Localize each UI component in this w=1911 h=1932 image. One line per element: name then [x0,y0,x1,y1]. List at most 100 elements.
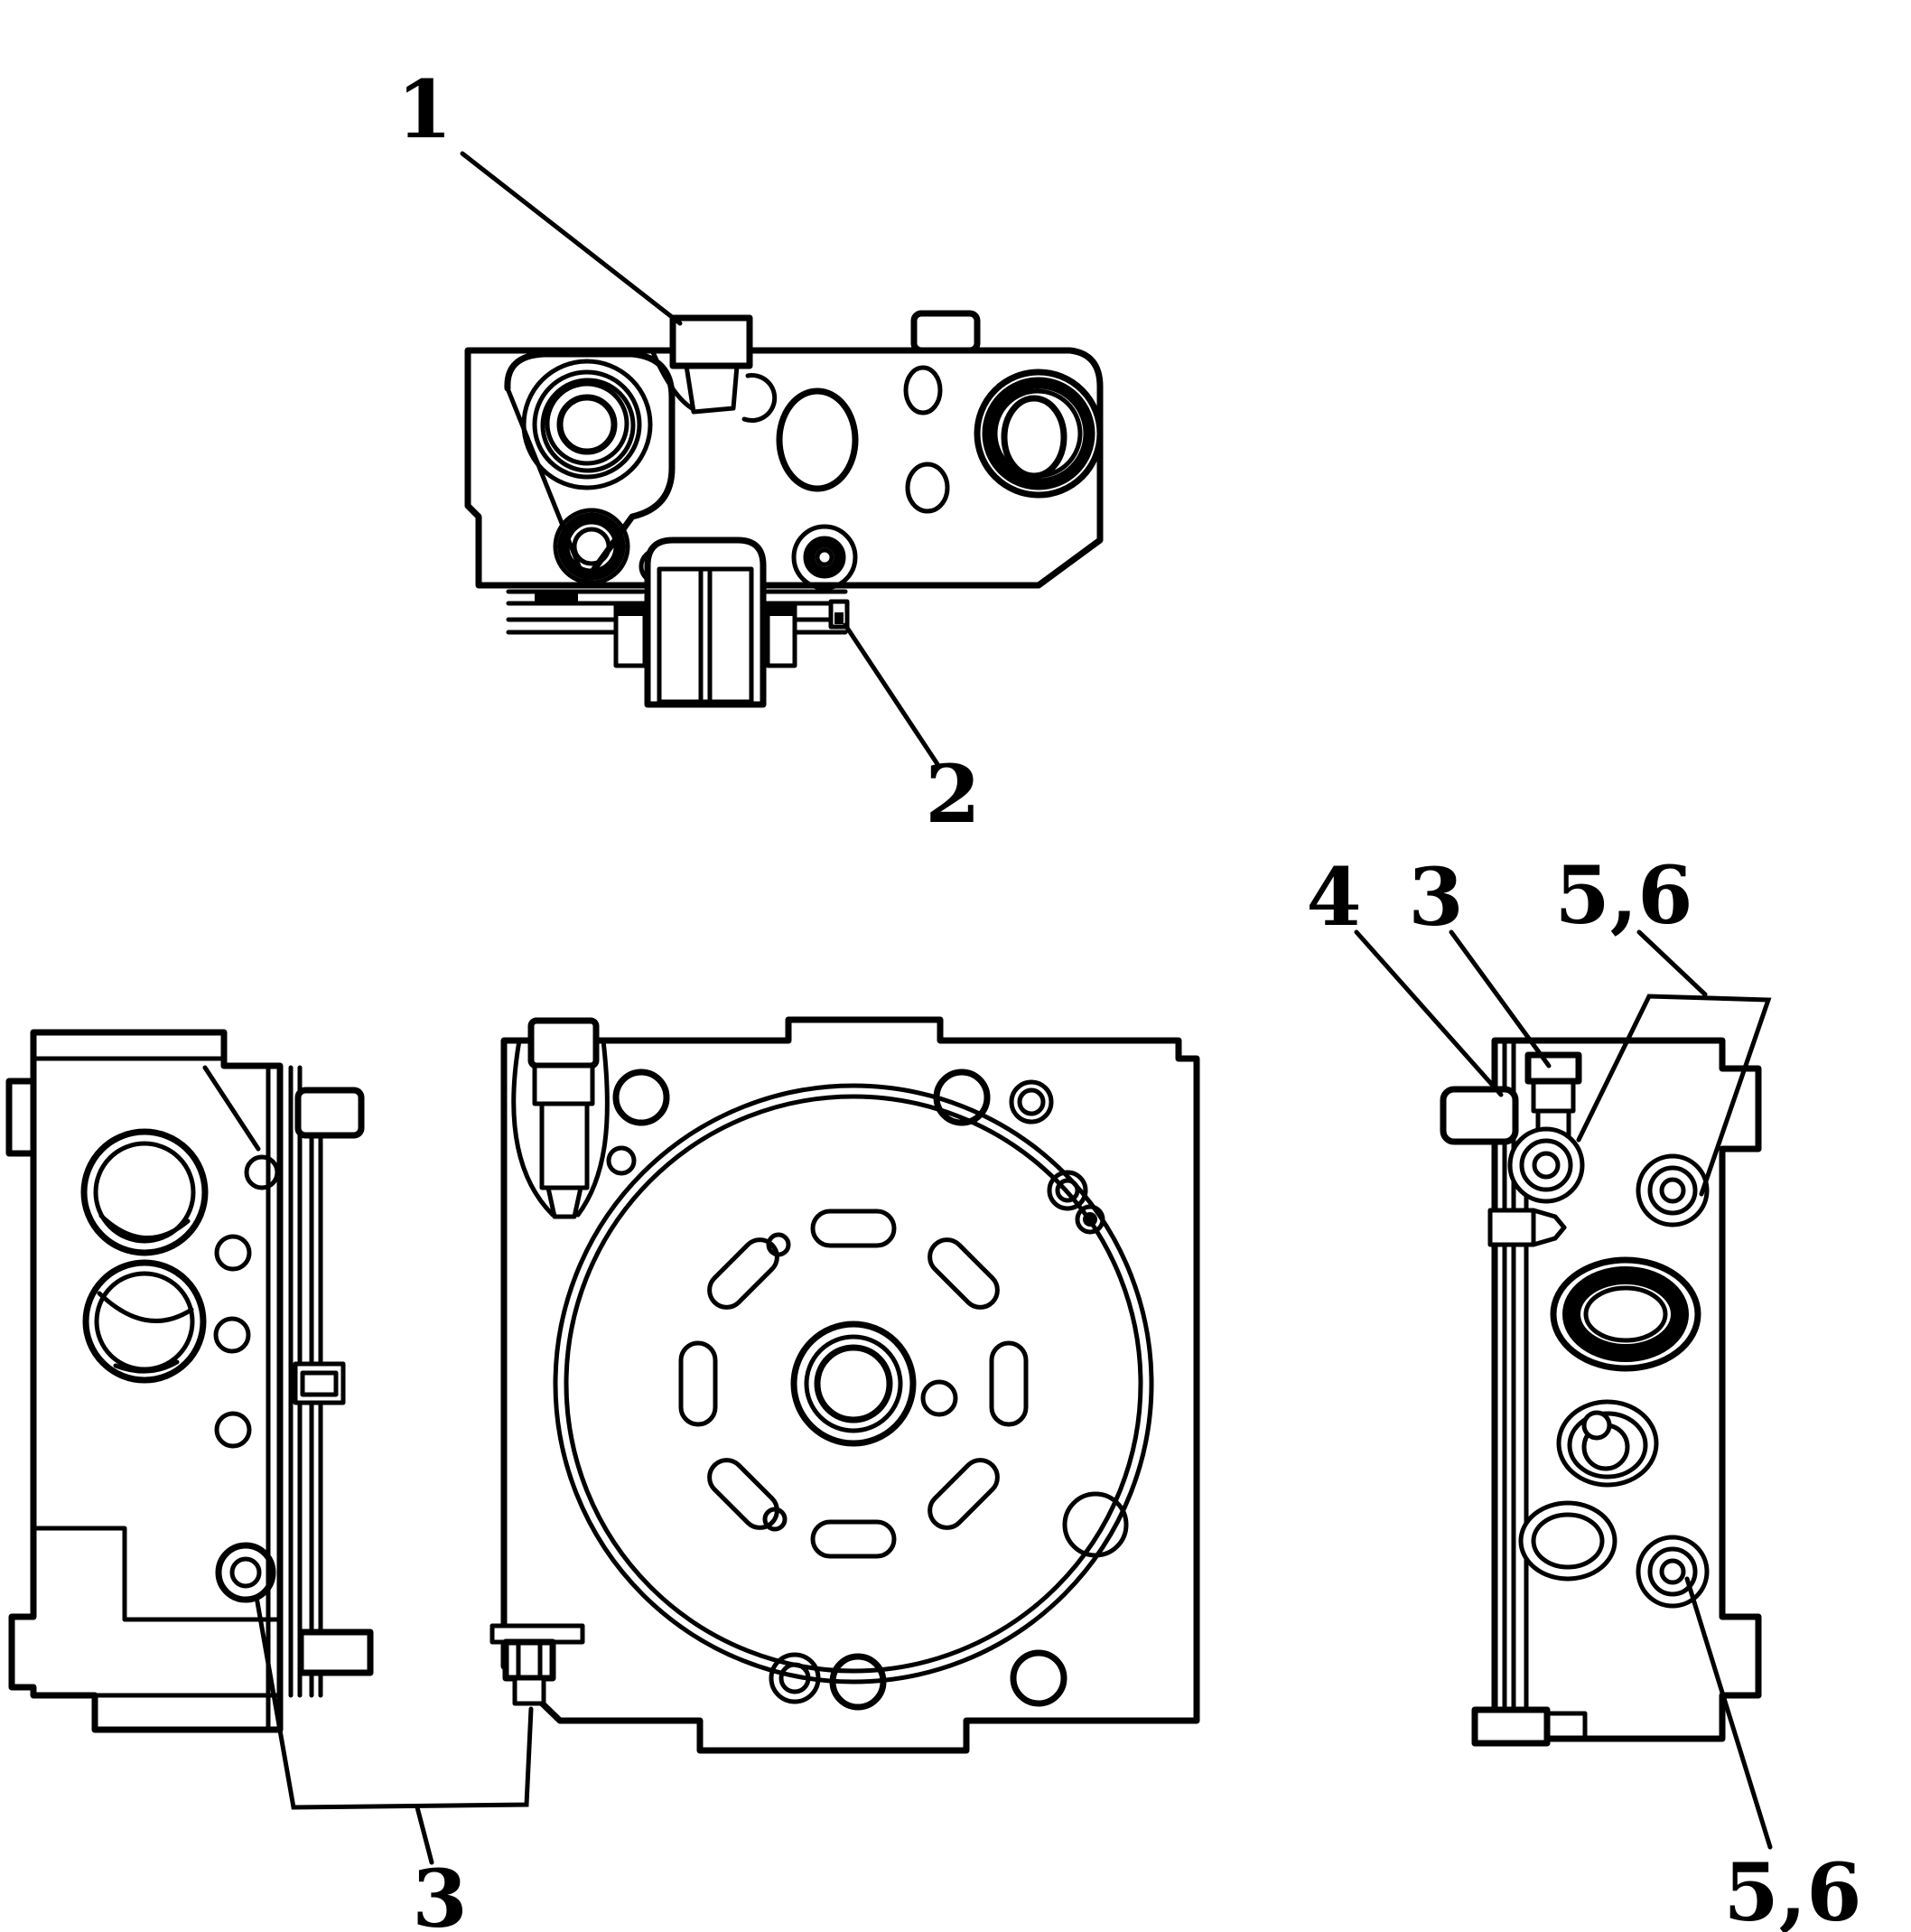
plate-lower [506,617,848,635]
ringed-hole [1047,1170,1088,1211]
leader-56-stem [1636,929,1708,997]
ringed-bolt-bore [1017,1087,1046,1116]
rail-top-block [294,1087,365,1139]
grommet-ring [1647,1546,1698,1597]
rail-foot [297,1629,374,1676]
left-view [5,1029,374,1733]
grommet-top-right [1636,1153,1710,1227]
bolt-hole [1010,1649,1067,1707]
slot [989,1340,1029,1427]
port-dark-ring [1562,1266,1689,1362]
ring [532,369,642,480]
nozzle-body [1487,1208,1536,1247]
leader-3-top [1449,929,1552,1069]
slot [810,1519,897,1559]
right-view [1440,1037,1762,1747]
valve-band [532,1063,595,1106]
leader-4 [1354,929,1504,1097]
bore-ring [814,1344,893,1423]
grommet-ring [1519,1138,1573,1192]
grommet-bore [1659,1177,1686,1204]
port-bore [1583,1285,1668,1343]
small-hole [766,1232,791,1257]
small-hole [213,1316,251,1354]
relief-valve [527,1017,600,1219]
front-view [489,1016,1200,1754]
ring [553,508,630,585]
slot [707,1237,779,1310]
top-view-chamfer [505,386,588,584]
dark-ring [803,536,846,579]
slot [810,1209,897,1248]
connector-dividers [698,566,713,705]
small-hole [920,1379,958,1417]
bolt-hole [612,1069,670,1126]
leader-3-bottom [254,1594,534,1865]
valve-tip [545,1185,583,1219]
center-hole [776,387,859,492]
small-hole [905,462,950,514]
grommet-bottom-right [1636,1535,1710,1609]
grommet-bore [1659,1558,1686,1585]
bottom-plates [506,589,850,668]
part3-plug-left-view [215,1542,276,1603]
pin-dark [1083,1212,1097,1227]
fitting-head [669,314,753,369]
ring [974,369,1104,499]
fitting-pocket-curve [650,350,694,411]
ring [993,388,1083,479]
ringed-bolt-hole [1009,1079,1054,1125]
left-view-ports [80,1128,209,1384]
left-tab [5,1078,37,1157]
right-port-rings [974,369,1104,499]
plug-ring [215,1542,276,1603]
leader-56-flag [1576,994,1772,1197]
dark-ring [557,512,626,581]
callout-56-top: 5,6 [1554,848,1692,942]
kidney-slots [678,1209,1029,1559]
left-view-rail [288,1065,374,1698]
ringed-bolt-bore [778,1662,811,1694]
leader-3-flag [254,1594,534,1810]
grommet-bore [1532,1151,1561,1180]
ringed-bolt-hole [769,1652,821,1704]
ring [521,359,653,490]
grommet-ring [1647,1165,1698,1216]
upper-right-details [1047,1170,1105,1235]
part3-plug-right-view [1524,1051,1582,1138]
mounting-face [553,1083,1154,1685]
callout-1: 1 [396,62,452,156]
grommet-top-left [1507,1126,1585,1204]
bore [572,527,611,566]
port-ring [1567,1411,1648,1479]
fitting-stem [684,363,740,415]
nozzle-tip [1531,1208,1567,1247]
bottom-right-port [791,524,858,591]
plug-hex [1524,1051,1582,1085]
rail-foot [1471,1706,1551,1747]
port-bore [93,1141,196,1244]
dark-ring [982,377,1095,490]
bore [815,547,834,567]
small-hole [903,365,943,415]
port-pin [1581,1410,1612,1441]
valve-pocket [511,1038,610,1218]
top-view-outline [464,347,1104,589]
corner-bolt-holes [612,1069,1067,1711]
slot [707,1458,779,1530]
bore [556,394,618,455]
port-bore [1531,1512,1605,1570]
top-tab [910,310,981,354]
port-chord [97,1291,194,1374]
small-hole [214,1234,252,1272]
right-view-outline [1491,1037,1762,1742]
top-view [464,310,1104,708]
ringed-hole-bore [1055,1178,1080,1203]
valve-cap [527,1017,600,1069]
plug-tip [512,1675,546,1706]
port-chord [98,1213,191,1241]
left-port-rings [521,359,653,490]
bolt-hole [829,1653,887,1711]
leader-56-bottom [1684,1576,1773,1850]
